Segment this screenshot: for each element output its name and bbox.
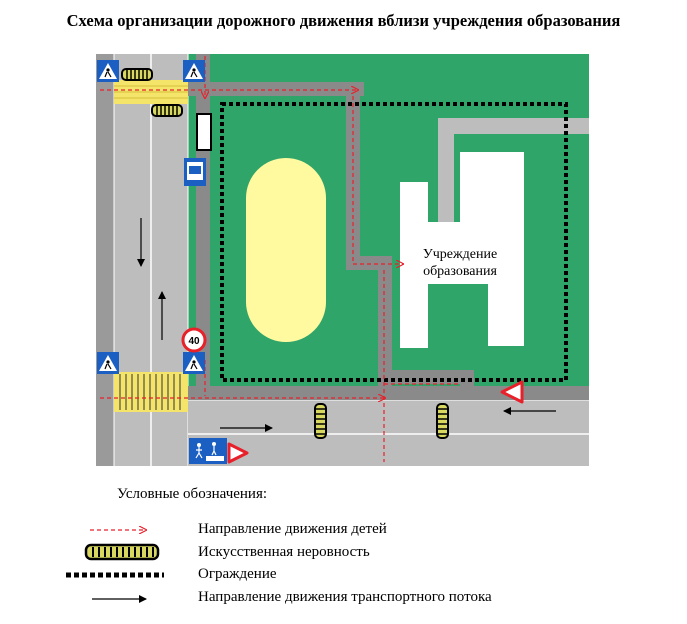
service-road-h [438,118,589,134]
pedestrian-crossing-sign-icon [97,352,119,374]
children-warning-sign-icon [500,380,524,404]
bus-stop-sign-icon [184,158,206,186]
legend-label-children-route: Направление движения детей [198,521,387,537]
speed-bump [151,104,183,117]
speed-bump [314,403,327,439]
traffic-flow-arrows [137,218,556,432]
page-title: Схема организации дорожного движения вбл… [66,11,621,30]
school-zone-info-sign-icon [189,438,227,464]
pedestrian-crossing-sign-icon [97,60,119,82]
service-road-v [438,118,454,224]
crosswalk-bottom [114,372,188,412]
building-label-line1: Учреждение [423,247,497,262]
legend-label-traffic-flow: Направление движения транспортного поток… [198,589,492,605]
bus-stop-pavilion [196,113,212,151]
legend-speed-bump-symbol [84,543,160,561]
legend-label-fence: Ограждение [198,566,277,582]
pedestrian-crossing-sign-icon [183,352,205,374]
crosswalk-top [114,80,188,104]
bottom-road [188,400,589,466]
sidewalk-left [96,54,114,466]
school-fence [220,102,568,382]
sidewalk-bottom [188,386,589,400]
legend-heading: Условные обозначения: [117,486,268,502]
children-warning-sign-icon [227,442,249,464]
speed-bump [121,68,153,81]
path-down [378,256,392,400]
pedestrian-crossing-sign-icon [183,60,205,82]
sidewalk-top [188,82,364,96]
school-building [400,152,524,348]
speed-limit-value: 40 [188,336,200,347]
speed-limit-sign-icon: 40 [181,327,207,353]
speed-bump [436,403,449,439]
building-label-line2: образования [423,264,497,279]
legend-label-speed-bump: Искусственная неровность [198,544,370,560]
children-route [100,56,460,462]
stadium [246,158,326,342]
